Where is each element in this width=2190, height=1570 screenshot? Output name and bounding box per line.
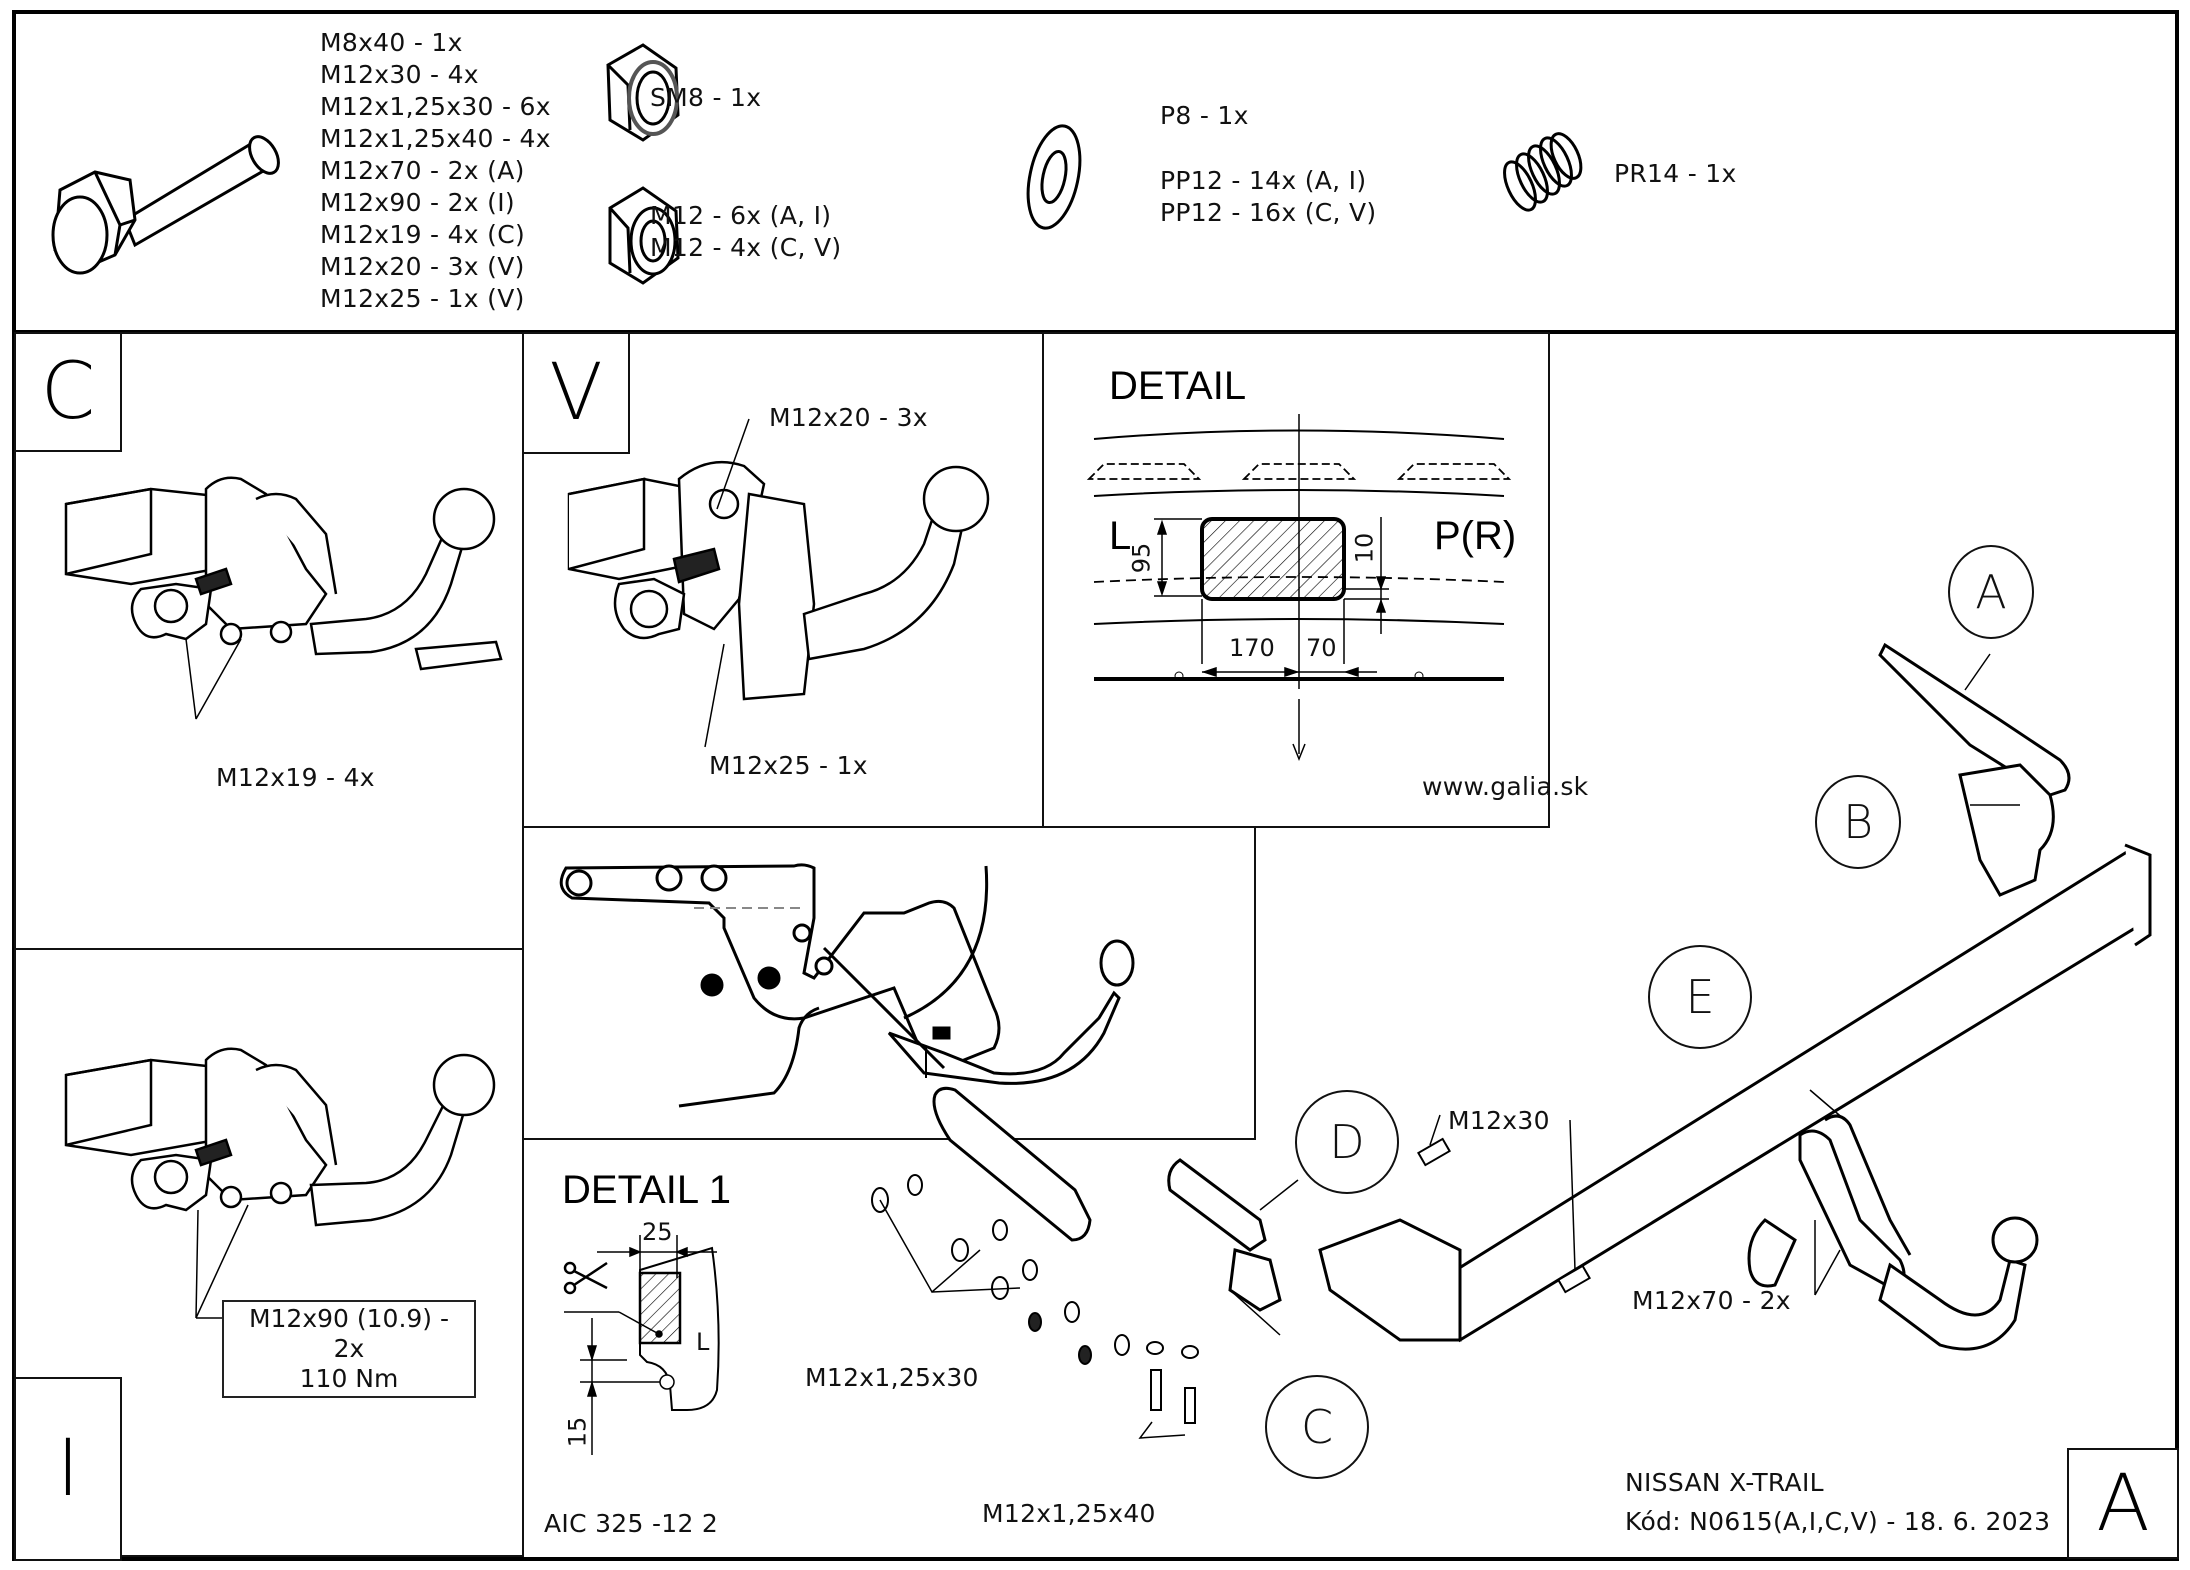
nut-item: M12 - 4x (C, V) [650, 233, 842, 262]
bolt-item: M12x1,25x30 - 6x [320, 92, 551, 121]
vehicle-name: NISSAN X-TRAIL [1625, 1468, 1824, 1497]
towbar-assembly-drawing [871, 642, 2152, 1439]
bolt-item: M12x30 - 4x [320, 60, 479, 89]
variant-label: A [2067, 1448, 2179, 1559]
panel-i: M12x90 (10.9) - 2x 110 Nm I [14, 948, 524, 1561]
bolt-item: M8x40 - 1x [320, 28, 463, 57]
hex-bolt-icon [51, 135, 280, 275]
panel-detail1: DETAIL 1 [522, 1140, 842, 1555]
callout-v-bottom: M12x25 - 1x [709, 751, 868, 780]
callout-v-top: M12x20 - 3x [769, 403, 928, 432]
bolt-item: M12x20 - 3x (V) [320, 252, 525, 281]
callout-m12x125x30: M12x1,25x30 [805, 1363, 979, 1392]
callout-leader-c [185, 638, 242, 720]
dim-height: 95 [1127, 542, 1156, 574]
torque-value: 110 Nm [299, 1364, 399, 1393]
washer-p8-label: P8 - 1x [1160, 101, 1249, 130]
part-bubble-e: E [1648, 945, 1752, 1049]
part-bubble-a: A [1948, 545, 2034, 639]
nut-list: M12 - 6x (A, I) M12 - 4x (C, V) [650, 200, 841, 264]
callout-m12x30: M12x30 [1448, 1106, 1550, 1135]
bolt-list: M8x40 - 1x M12x30 - 4x M12x1,25x30 - 6x … [320, 27, 551, 315]
bolt-item: M12x70 - 2x (A) [320, 156, 525, 185]
lock-nut-icon [606, 43, 680, 142]
detail1-title: DETAIL 1 [562, 1168, 731, 1212]
detail-left-label: L [1109, 514, 1132, 558]
detail1-code: AIC 325 -12 2 [544, 1509, 719, 1538]
washer-item: PP12 - 14x (A, I) [1160, 166, 1367, 195]
hex-nut-icon [608, 186, 680, 285]
bumper-cutout-diagram [1086, 414, 1512, 762]
bolt-item: M12x19 - 4x (C) [320, 220, 526, 249]
dim-width-25: 25 [642, 1218, 673, 1246]
detail-right-label: P(R) [1434, 514, 1517, 558]
callout-leader-v [704, 418, 750, 748]
detail1-drawing [564, 1235, 720, 1455]
torque-bolt-spec: M12x90 (10.9) - 2x [248, 1304, 450, 1363]
callout-m12x125x40: M12x1,25x40 [982, 1499, 1156, 1528]
detail1-side-label: L [696, 1328, 710, 1356]
callout-c: M12x19 - 4x [216, 763, 375, 792]
panel-detail: DETAIL [1042, 332, 1588, 828]
detail-title: DETAIL [1109, 364, 1247, 408]
towbar-c-drawing [64, 476, 503, 671]
part-bubble-b: B [1815, 775, 1901, 869]
cutout-area [1200, 517, 1346, 601]
dim-right: 70 [1306, 634, 1337, 662]
panel-c: C M12x19 - 4x [14, 332, 524, 950]
dim-offset: 10 [1350, 532, 1379, 564]
callout-m12x70: M12x70 - 2x [1632, 1286, 1791, 1315]
dim-height-15: 15 [563, 1416, 592, 1448]
part-bubble-c: C [1265, 1375, 1369, 1479]
towbar-i-drawing [64, 1047, 496, 1227]
scissors-icon [563, 1261, 608, 1295]
panel-label-i: I [14, 1377, 122, 1561]
nut-item: M12 - 6x (A, I) [650, 201, 832, 230]
product-code: Kód: N0615(A,I,C,V) - 18. 6. 2023 [1625, 1507, 2051, 1536]
towbar-v-drawing [567, 460, 990, 701]
bolt-item: M12x1,25x40 - 4x [320, 124, 551, 153]
coil-spring-icon [1503, 132, 1583, 212]
website-link[interactable]: www.galia.sk [1422, 772, 1589, 801]
bolt-item: M12x90 - 2x (I) [320, 188, 515, 217]
panel-side-view [522, 826, 1256, 1140]
torque-callout: M12x90 (10.9) - 2x 110 Nm [222, 1300, 476, 1398]
panel-v: V M12x20 - 3x M12x25 - 1x [522, 332, 1044, 828]
bolt-item: M12x25 - 1x (V) [320, 284, 525, 313]
lock-nut-label: SM8 - 1x [650, 83, 762, 112]
towbar-side-drawing [559, 863, 1135, 1108]
part-bubble-d: D [1295, 1090, 1399, 1194]
washer-item: PP12 - 16x (C, V) [1160, 198, 1377, 227]
washer-pp12-list: PP12 - 14x (A, I) PP12 - 16x (C, V) [1160, 165, 1377, 229]
spring-label: PR14 - 1x [1614, 159, 1737, 188]
dim-left: 170 [1229, 634, 1275, 662]
flat-washer-icon [1026, 124, 1082, 230]
panel-label-c: C [14, 332, 122, 452]
panel-label-v: V [522, 332, 630, 454]
